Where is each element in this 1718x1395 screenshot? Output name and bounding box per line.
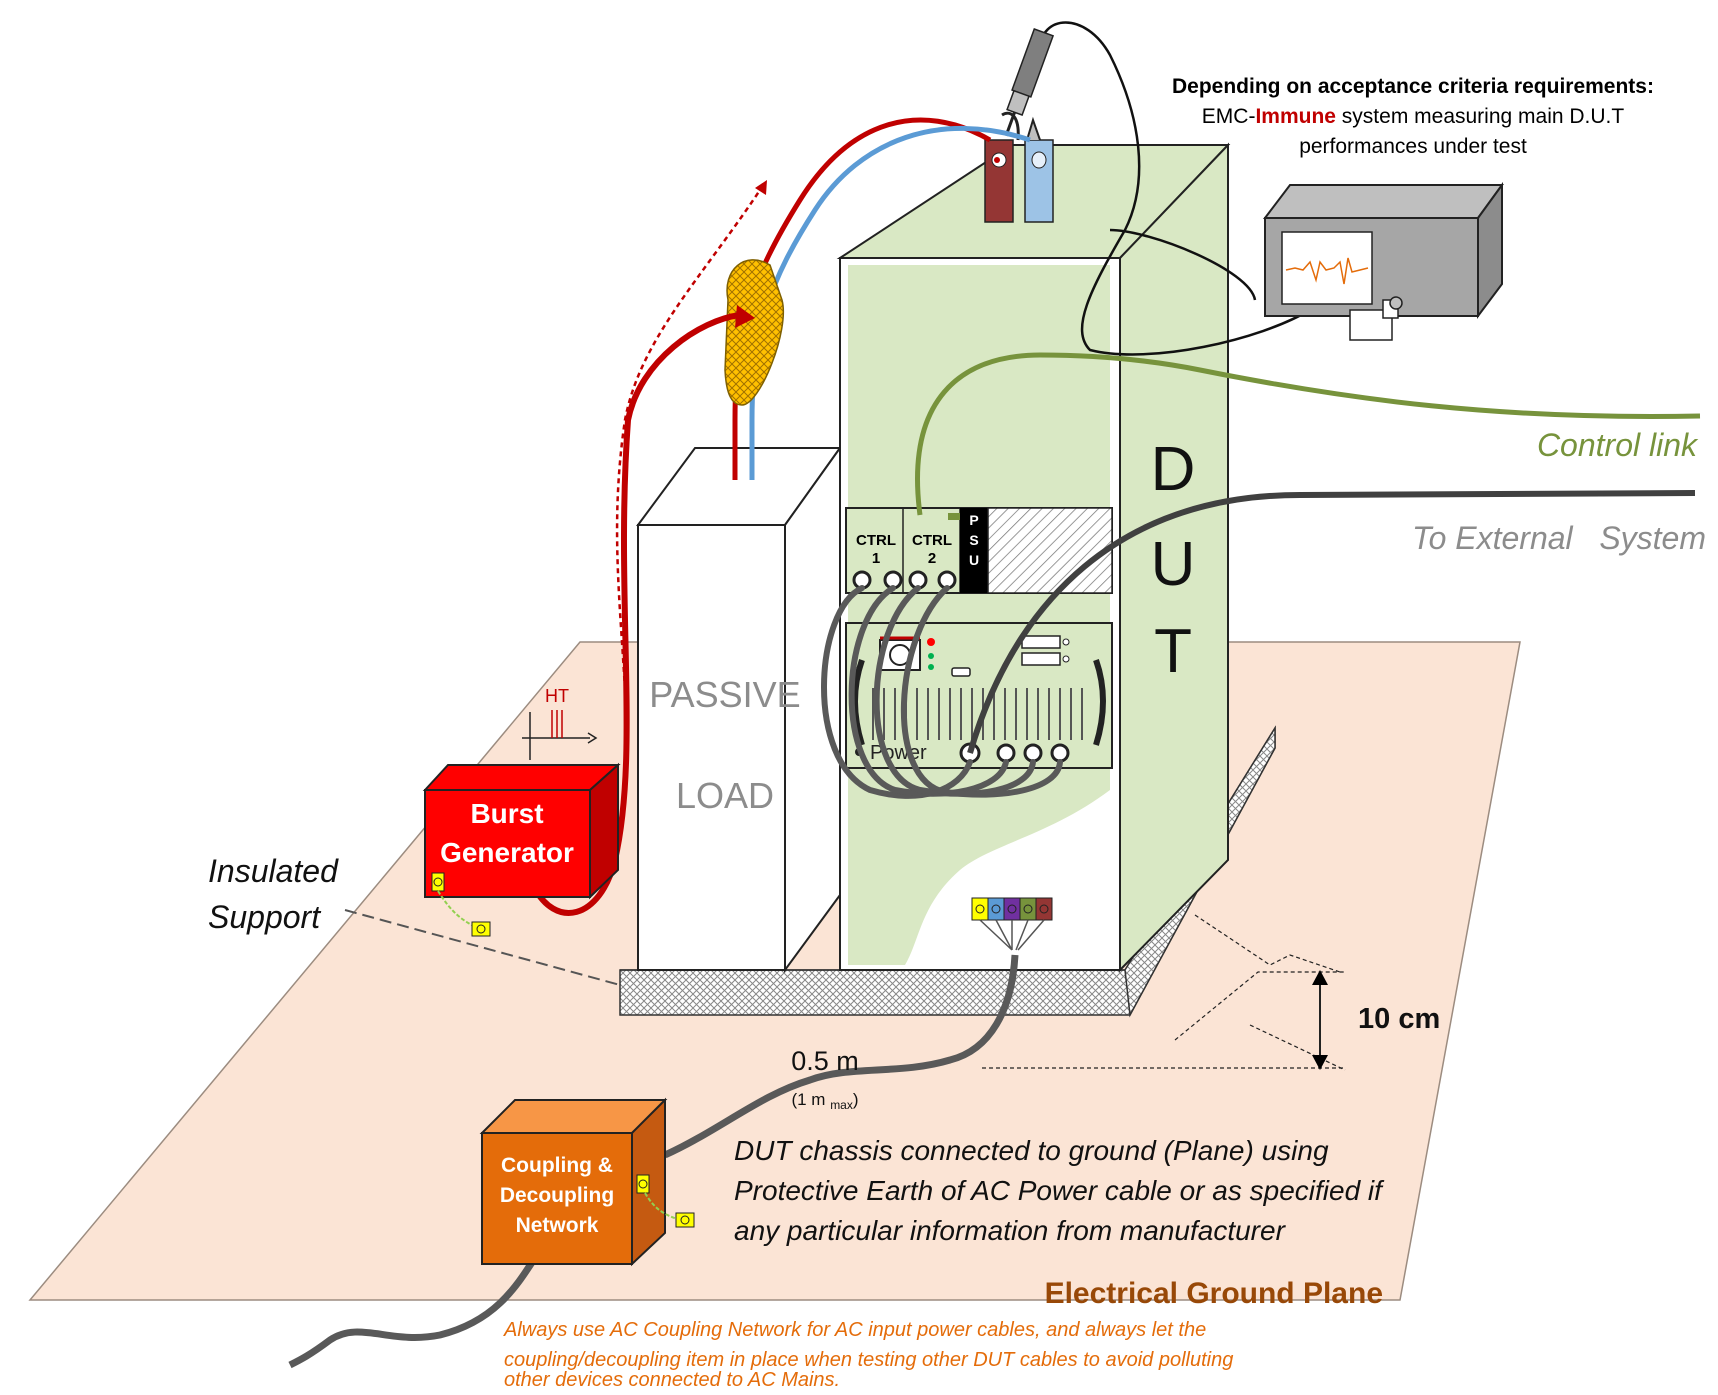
probe-icon <box>984 28 1055 223</box>
ctrl2-label: CTRL <box>912 532 952 549</box>
header-line1: Depending on acceptance criteria require… <box>1172 75 1654 98</box>
passive-load-line1: PASSIVE <box>649 674 800 715</box>
dut-cable-loops <box>821 585 1063 799</box>
coupling-decoupling-network: Coupling & Decoupling Network <box>479 1097 695 1267</box>
pulse-icon: HT <box>522 686 598 760</box>
burst-injection-cable <box>530 312 741 916</box>
cdn-line3: Network <box>516 1214 599 1237</box>
dut-label-u: U <box>1151 530 1196 599</box>
height-label: 10 cm <box>1358 1003 1440 1035</box>
dut-label-t: T <box>1154 617 1192 686</box>
external-system-label: To External System <box>1412 520 1706 556</box>
power-label: Power <box>870 742 927 764</box>
psu-letter-p: P <box>969 512 978 528</box>
insulated-support-line2: Support <box>208 899 321 935</box>
cdn-line2: Decoupling <box>500 1184 614 1207</box>
chassis-note-line2: Protective Earth of AC Power cable or as… <box>734 1175 1385 1206</box>
control-link-label: Control link <box>1537 427 1699 463</box>
ac-note-line2: coupling/decoupling item in place when t… <box>504 1349 1233 1371</box>
header-line3: performances under test <box>1299 135 1527 158</box>
header-line2: EMC-Immune system measuring main D.U.T <box>1202 105 1625 128</box>
insulated-support-line1: Insulated <box>208 853 339 889</box>
chassis-note-line1: DUT chassis connected to ground (Plane) … <box>734 1135 1329 1166</box>
psu-letter-s: S <box>969 532 978 548</box>
passive-load-box: PASSIVE LOAD <box>636 444 842 974</box>
burst-generator-line2: Generator <box>440 837 574 868</box>
dut-terminal-red <box>984 139 1014 223</box>
oscilloscope-icon <box>1262 181 1504 341</box>
vent-panel <box>987 507 1113 594</box>
dut-label-d: D <box>1151 435 1196 504</box>
terminal-block <box>971 897 1053 951</box>
cdn-line1: Coupling & <box>501 1154 613 1177</box>
insulated-support-leader <box>344 909 621 986</box>
burst-generator-line1: Burst <box>470 798 543 829</box>
ctrl1-num: 1 <box>872 550 880 567</box>
ground-terminal-icon <box>636 1174 650 1194</box>
header-immune: Immune <box>1255 105 1336 128</box>
ctrl2-num: 2 <box>928 550 936 567</box>
ac-note-line1: Always use AC Coupling Network for AC in… <box>503 1319 1206 1341</box>
ht-label: HT <box>545 686 569 706</box>
ac-mains-cable <box>288 1248 543 1369</box>
burst-return-path <box>615 189 762 691</box>
external-system-cable <box>967 490 1696 754</box>
dut-cabinet: D U T CTRL 1 CTRL 2 P S U <box>836 142 1231 973</box>
height-dimension <box>982 914 1346 1071</box>
chassis-note-line3: any particular information from manufact… <box>734 1215 1287 1246</box>
psu-letter-u: U <box>969 552 979 568</box>
burst-generator: Burst Generator <box>422 762 621 937</box>
cable-length-label: 0.5 m <box>791 1046 859 1076</box>
passive-load-line2: LOAD <box>676 775 774 816</box>
ac-note-line3: other devices connected to AC Mains. <box>504 1369 840 1390</box>
control-link-cable <box>915 352 1701 516</box>
coupling-clamp-icon <box>724 259 784 406</box>
ac-input-cable <box>663 954 1019 1159</box>
ground-terminal-icon <box>675 1212 695 1228</box>
cable-max-label: (1 m max) <box>791 1090 858 1112</box>
psu-module <box>960 508 988 593</box>
header-note: Depending on acceptance criteria require… <box>1172 75 1654 158</box>
ctrl1-label: CTRL <box>856 532 896 549</box>
ground-plane-label: Electrical Ground Plane <box>1045 1277 1383 1310</box>
ground-terminal-icon <box>471 921 491 937</box>
